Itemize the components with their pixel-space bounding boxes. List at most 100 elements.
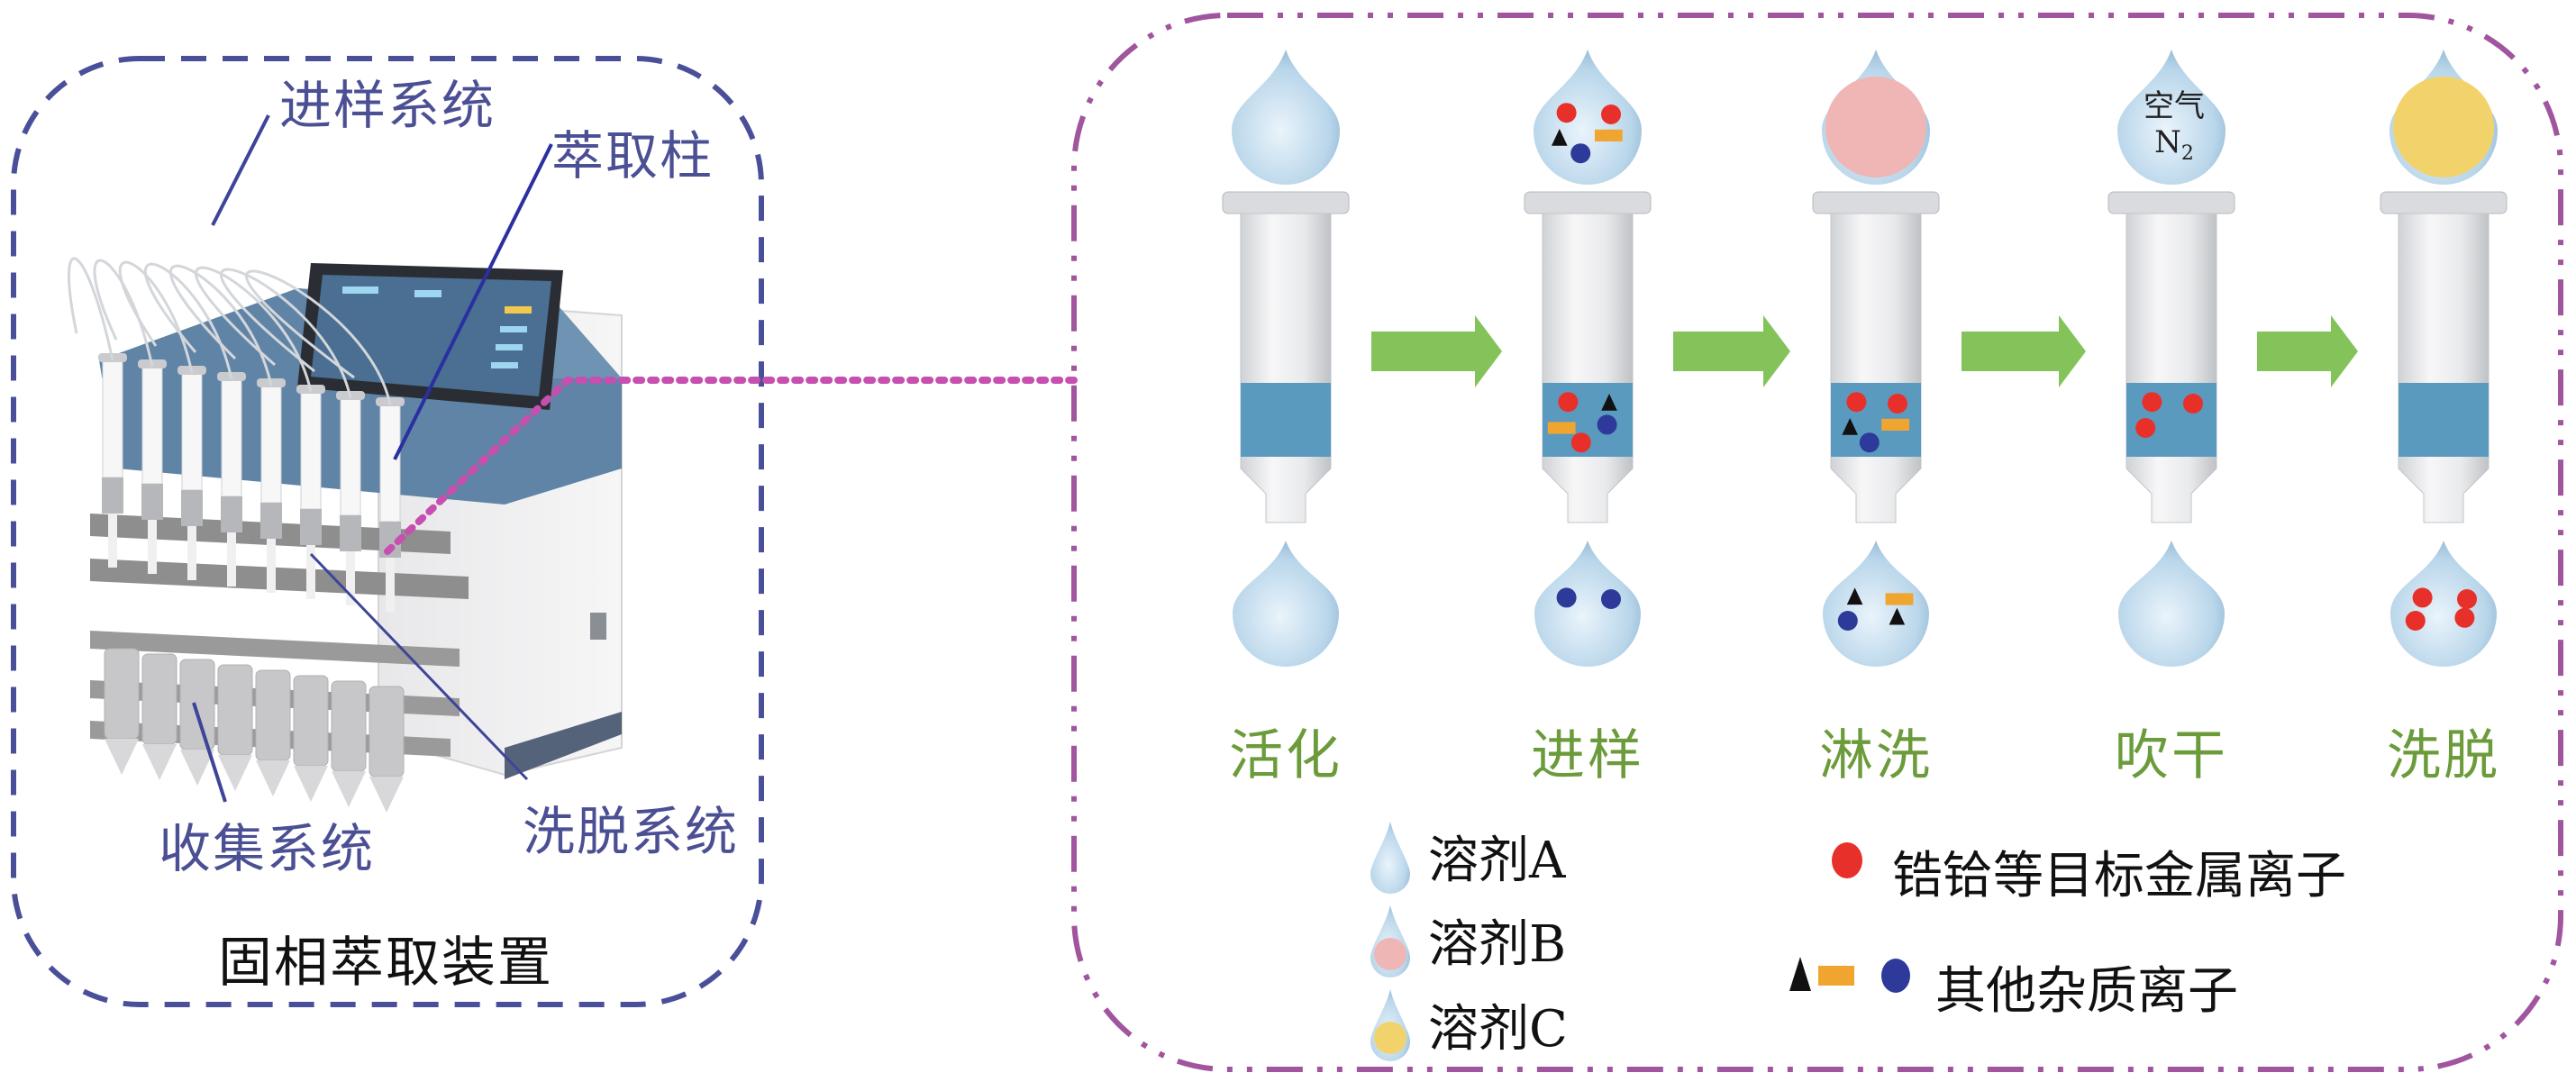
solvent-b-fill [1374, 938, 1406, 970]
callout-line-sampling [211, 114, 270, 226]
top-droplet [2389, 50, 2498, 185]
bottom-droplet [1233, 541, 1339, 667]
blue-ion-dot [1859, 432, 1880, 453]
step-label-elution: 洗脱 [2387, 724, 2500, 787]
blue-ion-dot [1601, 589, 1621, 609]
legend-solvent-c: 溶剂C [1428, 1000, 1568, 1059]
red-ion-dot [1601, 105, 1621, 124]
column-sorbent-bed [1241, 383, 1331, 457]
step-5 [2380, 50, 2508, 667]
top-droplet [1822, 50, 1930, 185]
callout-line-collection [192, 702, 227, 803]
collection-tube-tip [256, 760, 290, 796]
droplet-shape [1534, 541, 1641, 667]
syringe-barrel [379, 404, 401, 523]
syringe-tip [306, 545, 315, 599]
solvent-b-fill [1825, 77, 1926, 177]
step-label-loading: 进样 [1531, 724, 1644, 787]
bottom-droplet [1534, 541, 1641, 667]
red-ion-dot [1888, 394, 1907, 414]
top-droplet [1534, 50, 1642, 185]
solvent-c-fill [2393, 77, 2494, 177]
bottom-droplet [2390, 541, 2497, 667]
legend-target-ion-icon [1832, 842, 1862, 878]
left-panel-title: 固相萃取装置 [218, 932, 553, 995]
syringe-tip [187, 526, 196, 580]
sample-tubing [118, 260, 194, 374]
droplet-shape [2118, 541, 2225, 667]
spe-column [1222, 191, 1350, 523]
syringe-adapter [181, 490, 203, 526]
column-tube [2398, 213, 2490, 523]
legend-solvent-a-icon [1370, 822, 1410, 894]
syringe-barrel [141, 366, 163, 485]
impurity-triangle [1601, 394, 1617, 411]
spe-column [1812, 191, 1940, 523]
collection-tube [255, 669, 291, 761]
syringe-tip [108, 514, 117, 568]
step-label-drying: 吹干 [2115, 724, 2228, 787]
red-ion-dot [2135, 418, 2156, 438]
impurity-rect [1881, 418, 1909, 431]
syringe-adapter [260, 503, 282, 539]
bottom-droplet [2118, 541, 2225, 667]
column-flange [2107, 191, 2235, 214]
red-ion-dot [2142, 392, 2162, 413]
column-flange [1222, 191, 1350, 214]
column-sorbent-bed [2399, 383, 2489, 457]
red-ion-dot [1846, 392, 1867, 413]
collection-tube-tip [180, 750, 214, 786]
collection-tube [179, 659, 215, 750]
step-label-washing: 淋洗 [1819, 724, 1933, 787]
legend-solvent-b-icon [1370, 905, 1410, 977]
impurity-rect [1885, 593, 1914, 605]
sample-tubing [169, 264, 273, 386]
gas-label-nitrogen: N2 [2154, 124, 2194, 165]
flow-arrow [1673, 315, 1790, 387]
callout-line-elution [309, 552, 529, 781]
column-flange [1812, 191, 1940, 214]
collection-tube [369, 686, 405, 777]
syringe-barrel [340, 397, 361, 516]
droplet-shape [2117, 50, 2226, 185]
legend-impurity-rect-icon [1818, 966, 1854, 986]
legend-impurity-triangle-icon [1789, 957, 1811, 991]
spe-column [2380, 191, 2508, 523]
collection-tube-tip [294, 766, 328, 802]
syringe-adapter [300, 509, 322, 545]
column-tube [1240, 213, 1332, 523]
legend-target-ions: 锆铪等目标金属离子 [1892, 847, 2346, 905]
red-ion-dot [1558, 392, 1579, 413]
syringe-barrel [221, 378, 242, 497]
legend-solvent-c-icon [1370, 989, 1410, 1061]
syringe-tip [346, 551, 355, 605]
droplet-shape [1233, 541, 1339, 667]
column-tube [1542, 213, 1634, 523]
collection-tube [217, 664, 253, 756]
impurity-rect [1595, 129, 1623, 141]
top-droplet [2117, 50, 2226, 185]
legend-impurity-circle-icon [1881, 959, 1910, 993]
step-4 [2107, 50, 2235, 667]
red-ion-dot [2457, 589, 2477, 609]
right-panel-border [1071, 13, 2563, 1072]
callout-line-column [393, 143, 553, 460]
droplet-shape [1370, 822, 1410, 894]
spe-column [2107, 191, 2235, 523]
legend-solvent-b: 溶剂B [1428, 915, 1567, 974]
bottom-droplet [1823, 541, 1929, 667]
syringe-tip [386, 558, 395, 612]
impurity-triangle [1842, 418, 1858, 435]
left-panel-border [11, 56, 764, 1007]
syringe-tip [148, 520, 157, 574]
collection-tube-tip [142, 744, 177, 780]
sample-tubing [245, 269, 392, 405]
callout-extraction-column: 萃取柱 [551, 125, 715, 186]
legend-solvent-a: 溶剂A [1428, 832, 1566, 890]
syringe-barrel [300, 391, 322, 510]
collection-tube [331, 680, 367, 772]
gas-label-air: 空气 [2144, 88, 2205, 124]
collection-tube [141, 653, 177, 745]
droplet-shape [1823, 541, 1929, 667]
